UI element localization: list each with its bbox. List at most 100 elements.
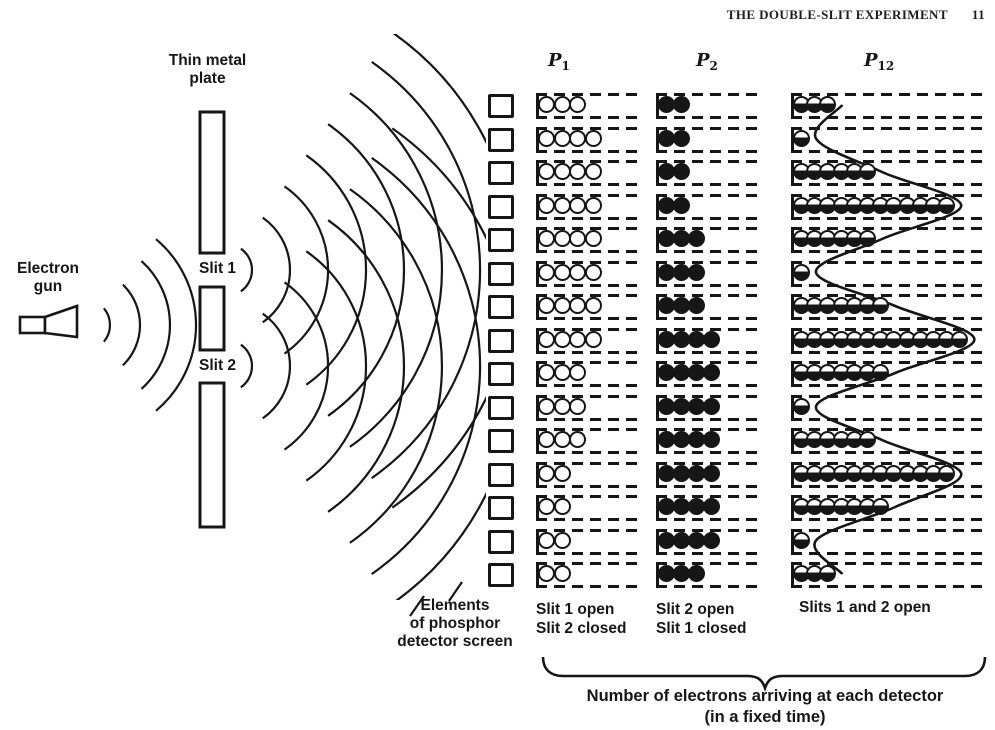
electron-dot bbox=[553, 464, 571, 482]
electron-dot bbox=[872, 364, 890, 381]
bin-bracket bbox=[536, 384, 547, 387]
bin-bracket bbox=[656, 294, 667, 297]
detector-screen-element bbox=[488, 362, 514, 386]
screen-label-leader-line bbox=[409, 595, 425, 617]
electron-dot bbox=[872, 297, 890, 314]
slit1-wavefront-arc bbox=[240, 247, 254, 293]
bin-bracket bbox=[791, 149, 802, 153]
slit1-wavefront-arc bbox=[371, 60, 482, 480]
detector-screen-element bbox=[488, 261, 514, 286]
detector-screen-element bbox=[488, 127, 514, 152]
bin-bracket bbox=[656, 484, 667, 488]
bin-dashed-line bbox=[791, 361, 989, 364]
detector-screen-element bbox=[488, 94, 514, 118]
bin-dashed-line bbox=[656, 562, 763, 565]
bin-dashed-line bbox=[656, 250, 763, 253]
bin-dashed-line bbox=[656, 149, 763, 153]
bin-bracket bbox=[536, 562, 539, 588]
figure-caption-line2: (in a fixed time) bbox=[704, 708, 826, 726]
bin-bracket bbox=[656, 317, 667, 320]
electron-dot bbox=[584, 163, 602, 180]
gun-wavefront-arc bbox=[140, 260, 171, 390]
detector-bin bbox=[791, 227, 989, 253]
p12-caption-line1: Slits 1 and 2 open bbox=[799, 599, 931, 616]
bin-bracket bbox=[656, 193, 659, 220]
detector-bin bbox=[791, 93, 989, 119]
bin-dashed-line bbox=[656, 417, 763, 421]
figure-caption: Number of electrons arriving at each det… bbox=[465, 686, 995, 728]
bin-bracket bbox=[791, 495, 794, 521]
electron-dot bbox=[538, 330, 555, 348]
bin-dashed-line bbox=[536, 283, 641, 287]
bin-dashed-line bbox=[536, 585, 641, 588]
electron-dot bbox=[859, 431, 876, 448]
wavefront-arcs bbox=[103, 34, 486, 600]
detector-bin bbox=[656, 260, 763, 287]
bin-dashed-line bbox=[791, 495, 989, 498]
detector-screen-element bbox=[488, 228, 514, 252]
detector-bin bbox=[536, 227, 641, 253]
bin-dashed-line bbox=[656, 160, 763, 163]
electron-dot bbox=[688, 565, 705, 582]
detector-bin bbox=[656, 227, 763, 253]
bin-bracket bbox=[536, 260, 547, 264]
bin-bracket bbox=[791, 227, 794, 253]
electron-dot bbox=[538, 196, 555, 214]
bin-dashed-line bbox=[536, 518, 641, 521]
bin-dashed-line bbox=[656, 551, 763, 555]
electron-dot bbox=[538, 297, 555, 314]
bin-dashed-line bbox=[791, 250, 989, 253]
detector-screen-element bbox=[488, 529, 514, 554]
bin-dashed-line bbox=[656, 394, 763, 398]
screen-label-leader-line-2 bbox=[448, 581, 463, 602]
electron-dot bbox=[553, 263, 571, 281]
detector-bin bbox=[791, 193, 989, 220]
detector-screen-element bbox=[488, 328, 514, 353]
electron-dot bbox=[688, 263, 705, 281]
bin-bracket bbox=[791, 361, 794, 387]
bin-bracket bbox=[791, 294, 802, 297]
detector-bin bbox=[656, 495, 763, 521]
bin-bracket bbox=[536, 193, 539, 220]
detector-bin bbox=[791, 327, 989, 354]
electron-dot bbox=[538, 230, 555, 247]
bin-bracket bbox=[656, 451, 667, 454]
bin-bracket bbox=[656, 126, 659, 153]
plate-bar-bottom bbox=[198, 381, 226, 529]
bin-dashed-line bbox=[656, 518, 763, 521]
bin-bracket bbox=[536, 428, 539, 454]
bin-dashed-line bbox=[536, 417, 641, 421]
electron-dot bbox=[553, 196, 571, 214]
bin-bracket bbox=[791, 116, 802, 119]
bin-bracket bbox=[656, 327, 659, 354]
electron-dot bbox=[538, 364, 555, 381]
bin-bracket bbox=[536, 528, 547, 532]
slit1-wavefront-arc bbox=[391, 34, 486, 509]
bin-bracket bbox=[791, 394, 802, 398]
bin-dashed-line bbox=[536, 260, 641, 264]
electron-dot bbox=[703, 464, 720, 482]
bin-bracket bbox=[791, 250, 802, 253]
slit1-wavefront-arc bbox=[349, 92, 444, 448]
bin-bracket bbox=[536, 361, 539, 387]
electron-dot bbox=[819, 96, 837, 113]
figure-caption-line1: Number of electrons arriving at each det… bbox=[586, 687, 944, 705]
electron-dot bbox=[703, 397, 720, 415]
bin-bracket bbox=[536, 451, 547, 454]
electron-dot bbox=[569, 364, 586, 381]
electron-dot bbox=[538, 96, 555, 113]
bin-dashed-line bbox=[791, 384, 989, 387]
bin-dashed-line bbox=[656, 317, 763, 320]
slit2-wavefront-arc bbox=[327, 219, 406, 513]
bin-dashed-line bbox=[791, 484, 989, 488]
electron-dot bbox=[703, 330, 720, 348]
detector-bin bbox=[791, 126, 989, 153]
bin-bracket bbox=[536, 116, 547, 119]
bin-dashed-line bbox=[536, 461, 641, 465]
detector-bin bbox=[791, 562, 989, 588]
bin-dashed-line bbox=[791, 160, 989, 163]
bin-dashed-line bbox=[791, 562, 989, 565]
bin-bracket bbox=[656, 585, 667, 588]
bin-bracket bbox=[656, 350, 667, 354]
